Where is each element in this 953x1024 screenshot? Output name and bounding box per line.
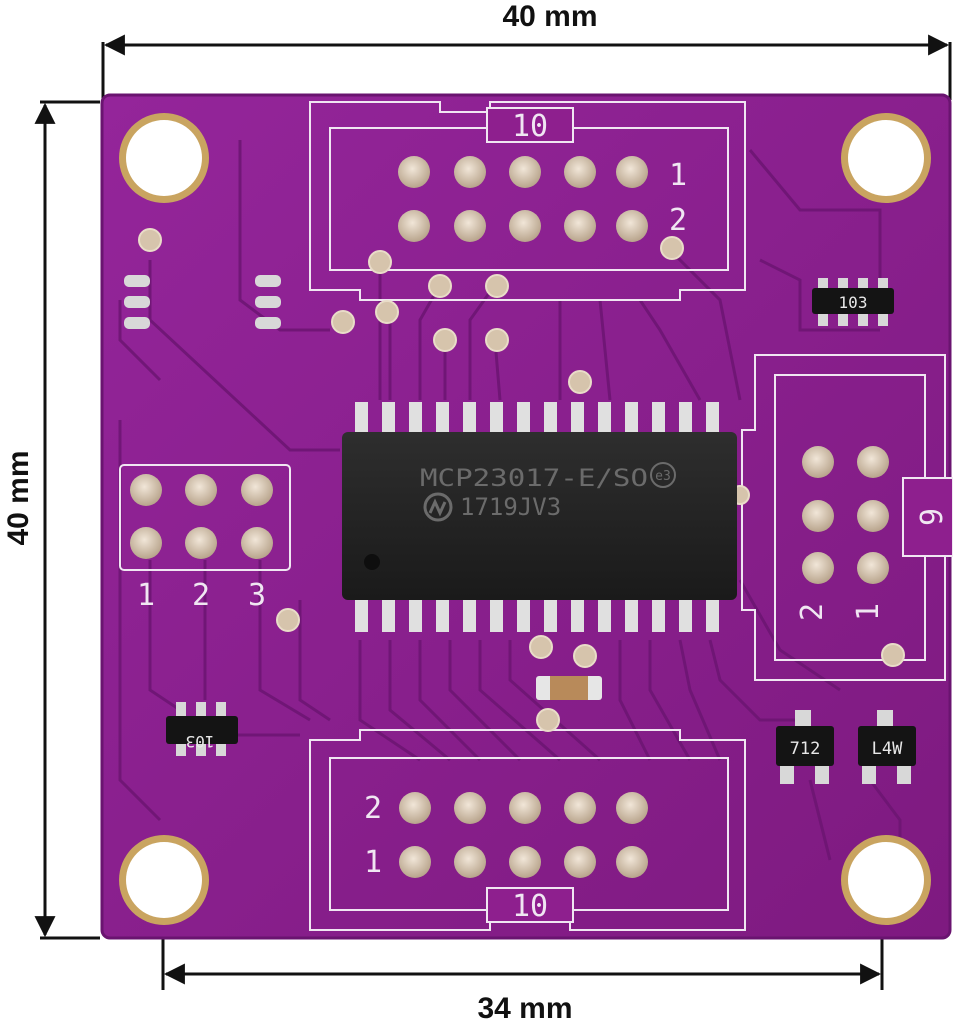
jumper-block (119, 464, 291, 571)
ic-pins-bottom (355, 598, 719, 632)
dimension-bottom-label: 34 mm (477, 992, 572, 1024)
smd-pads-left (124, 275, 281, 329)
mounting-hole-tr (841, 113, 931, 203)
dimension-left-label: 40 mm (2, 450, 35, 545)
transistor-1-label: 712 (790, 739, 821, 759)
jumper-label-3: 3 (248, 578, 266, 613)
transistor-2 (858, 710, 916, 784)
right-header-6pin (741, 354, 953, 681)
bottom-header-pads (399, 792, 648, 878)
ic-pin1-dot (364, 554, 380, 570)
bottom-header-pin2-label: 2 (364, 791, 382, 826)
dimension-top (101, 34, 952, 100)
bottom-header-label: 10 (512, 889, 548, 924)
dimension-left (34, 100, 100, 940)
transistor-1 (776, 710, 834, 784)
ic-pins-top (355, 402, 719, 434)
mounting-hole-bl (119, 835, 209, 925)
transistor-2-label: L4W (872, 739, 903, 759)
ic-date-code: 1719JV3 (460, 493, 561, 521)
top-header-10pin (309, 101, 746, 301)
mounting-hole-tl (119, 113, 209, 203)
top-header-label: 10 (512, 109, 548, 144)
resistor-array-top-label: 103 (839, 293, 868, 312)
right-header-label: 6 (912, 508, 947, 526)
mounting-hole-br (841, 835, 931, 925)
right-header-pin1-label: 1 (851, 603, 886, 621)
top-header-pads (398, 156, 648, 242)
jumper-label-1: 1 (137, 578, 155, 613)
microchip-logo-icon (423, 492, 453, 522)
right-header-pin2-label: 2 (795, 603, 830, 621)
bottom-header-pin1-label: 1 (364, 845, 382, 880)
top-header-pin1-label: 1 (669, 158, 687, 193)
svg-text:e3: e3 (655, 469, 671, 484)
ic-part-number: MCP23017-E/SO (420, 464, 648, 492)
resistor-array-bottom-label: 103 (186, 732, 215, 751)
smd-capacitor (536, 676, 602, 700)
resistor-array-bottom (166, 702, 238, 756)
bottom-header-10pin (309, 729, 746, 931)
dimension-top-label: 40 mm (502, 0, 597, 33)
vias (138, 228, 905, 732)
copper-traces (118, 140, 902, 880)
top-header-pin2-label: 2 (669, 203, 687, 238)
jumper-label-2: 2 (192, 578, 210, 613)
right-header-pads (802, 446, 889, 584)
e3-symbol-icon: e3 (650, 462, 676, 488)
resistor-array-top (812, 278, 894, 326)
ic-body (342, 432, 737, 600)
